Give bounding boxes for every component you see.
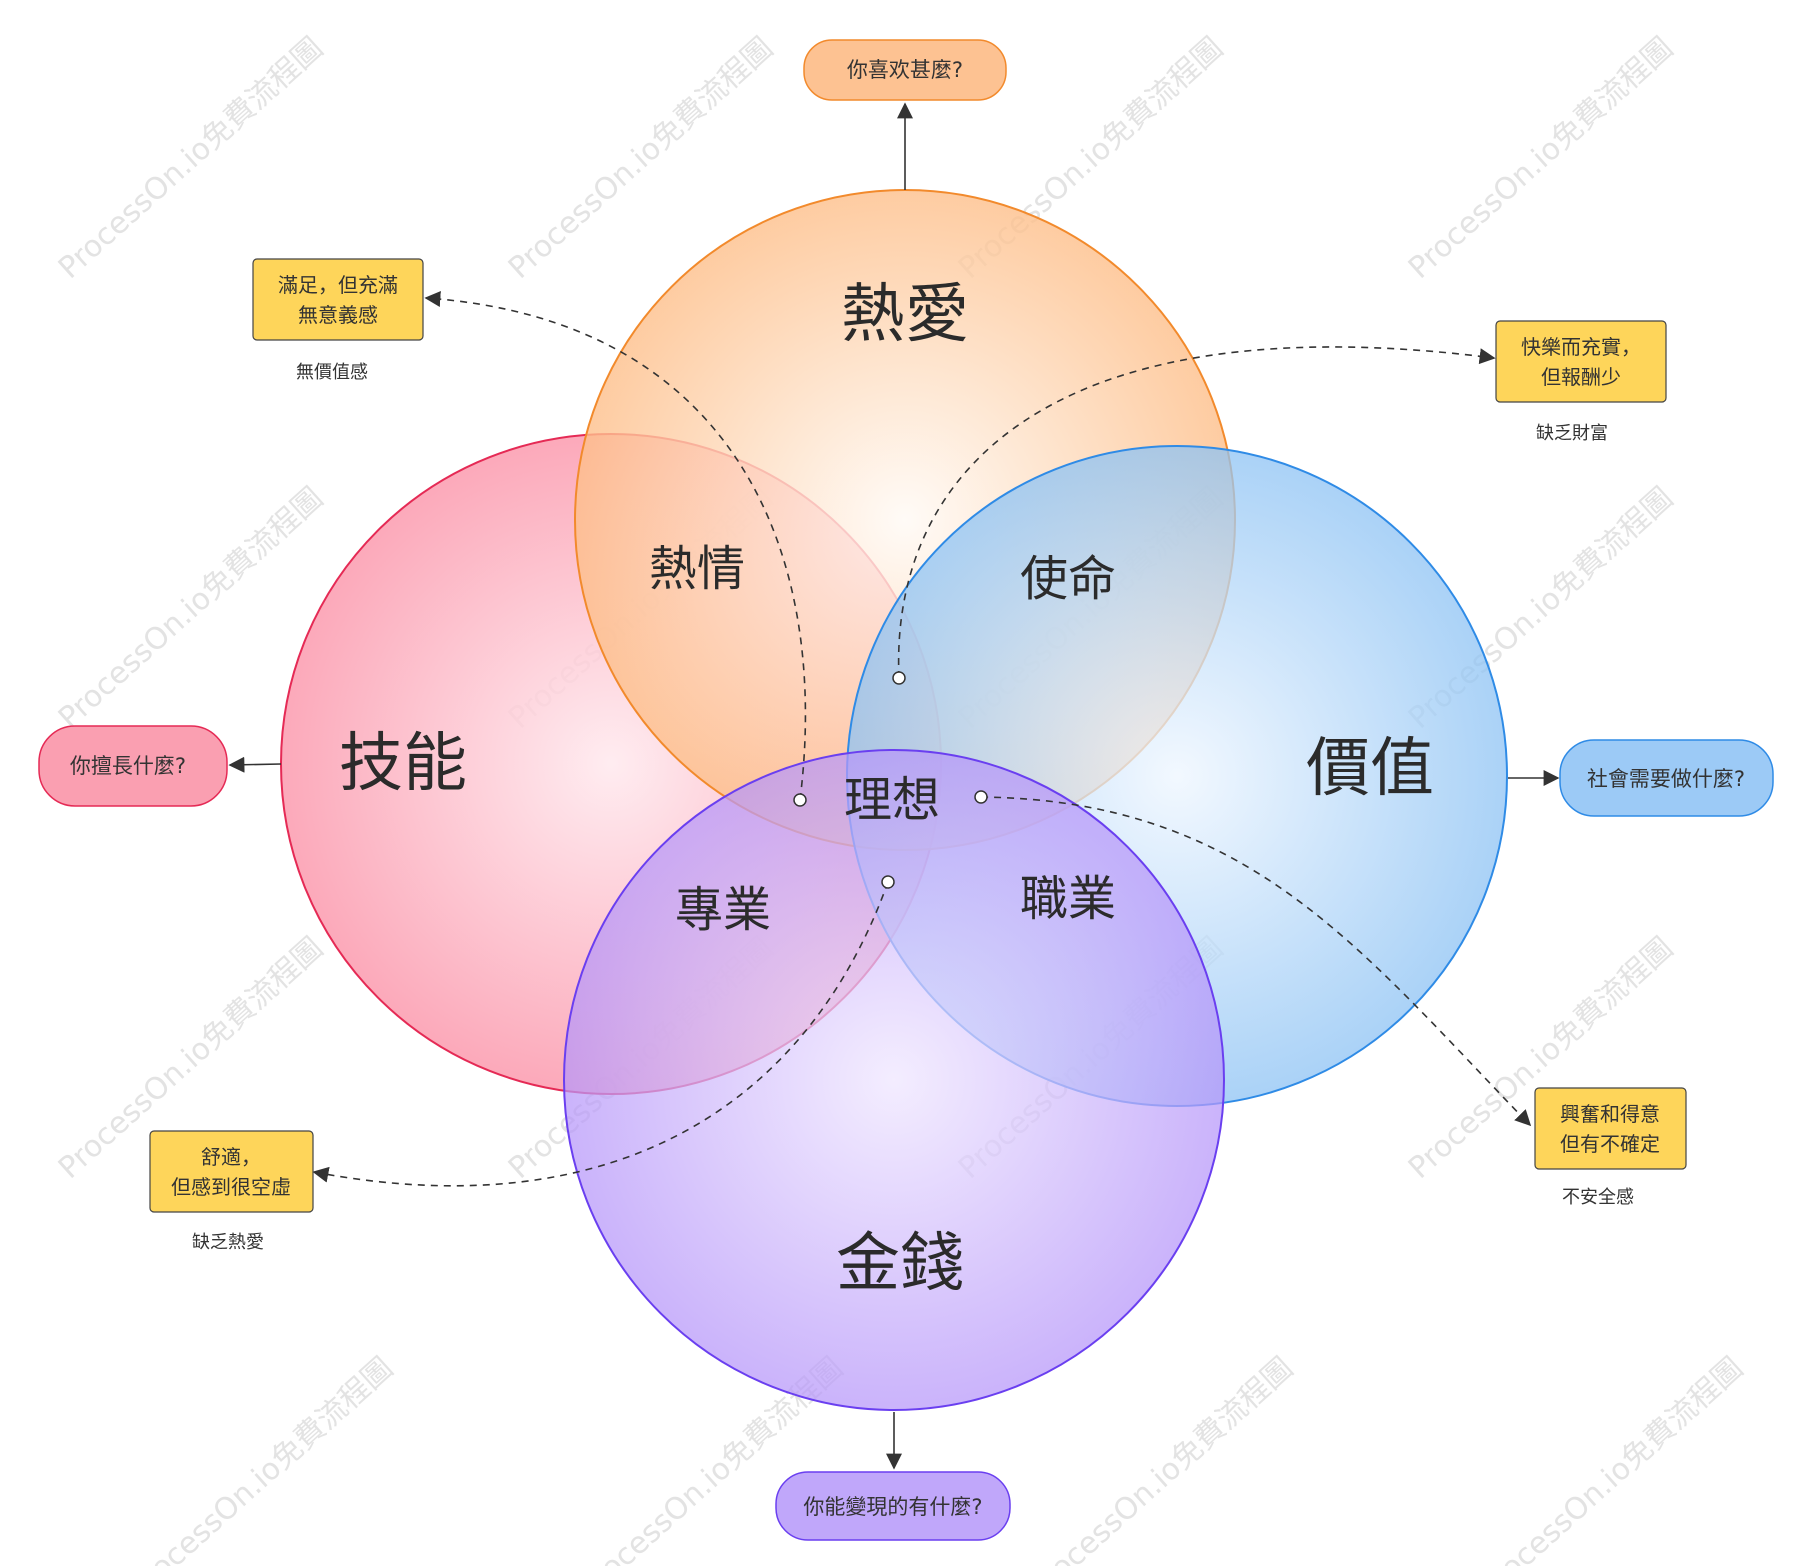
overlap-label-profession: 專業 [675,882,771,938]
note-bottom-left[interactable]: 舒適， 但感到很空虛 [149,1130,314,1213]
connector-dot [892,671,906,685]
overlap-label-vocation: 職業 [1020,871,1116,927]
question-skill-text: 你擅長什麼? [70,754,186,778]
note-top-left-line-2: 無意義感 [298,303,378,327]
dashed-connector-bottom-left [312,881,889,1187]
watermark: ProcessOn.io免費流程圖 [1472,1351,1750,1566]
overlap-label-mission: 使命 [1020,551,1116,607]
note-bottom-right[interactable]: 興奮和得意 但有不確定 [1534,1087,1687,1170]
question-value[interactable]: 社會需要做什麼? [1559,739,1774,817]
note-top-left-caption: 無價值感 [296,362,368,383]
note-bottom-left-caption: 缺乏熱愛 [192,1232,264,1253]
circle-label-skill: 技能 [339,727,467,801]
question-money[interactable]: 你能變現的有什麼? [775,1471,1011,1541]
note-top-left[interactable]: 滿足，但充滿 無意義感 [252,258,424,341]
note-top-left-line-1: 滿足，但充滿 [278,273,398,297]
question-love-text: 你喜欢甚麼? [847,58,963,82]
overlap-label-passion: 熱情 [649,541,745,597]
circle-label-money: 金錢 [836,1227,964,1301]
watermark: ProcessOn.io免費流程圖 [122,1351,400,1566]
note-bottom-right-line-2: 但有不確定 [1560,1132,1660,1156]
watermark: ProcessOn.io免費流程圖 [52,31,330,286]
note-top-right-line-1: 快樂而充實， [1521,335,1641,359]
dashed-connector-top-right [897,346,1496,679]
connector-dot [881,875,895,889]
connector-dot [793,793,807,807]
note-bottom-right-line-1: 興奮和得意 [1560,1102,1660,1126]
overlap-label-ideal: 理想 [844,772,940,828]
watermark: ProcessOn.io免費流程圖 [1022,1351,1300,1566]
circle-label-love: 熱愛 [841,278,969,352]
question-value-text: 社會需要做什麼? [1587,767,1745,791]
note-bottom-left-line-1: 舒適， [201,1145,261,1169]
connector-dot [974,790,988,804]
note-bottom-right-caption: 不安全感 [1562,1187,1634,1208]
dashed-connector-bottom-right [980,796,1532,1127]
circle-money[interactable] [563,749,1225,1411]
circle-label-value: 價值 [1306,732,1434,806]
question-love[interactable]: 你喜欢甚麼? [803,39,1007,101]
dashed-connector-top-left [424,291,807,801]
watermark: ProcessOn.io免費流程圖 [1402,31,1680,286]
connector-skill-question [228,756,282,773]
note-bottom-left-line-2: 但感到很空虛 [171,1175,291,1199]
note-top-right-caption: 缺乏財富 [1536,423,1608,444]
note-top-right[interactable]: 快樂而充實， 但報酬少 [1495,320,1667,403]
question-skill[interactable]: 你擅長什麼? [38,725,228,807]
note-top-right-line-2: 但報酬少 [1541,365,1621,389]
question-money-text: 你能變現的有什麼? [803,1495,982,1519]
